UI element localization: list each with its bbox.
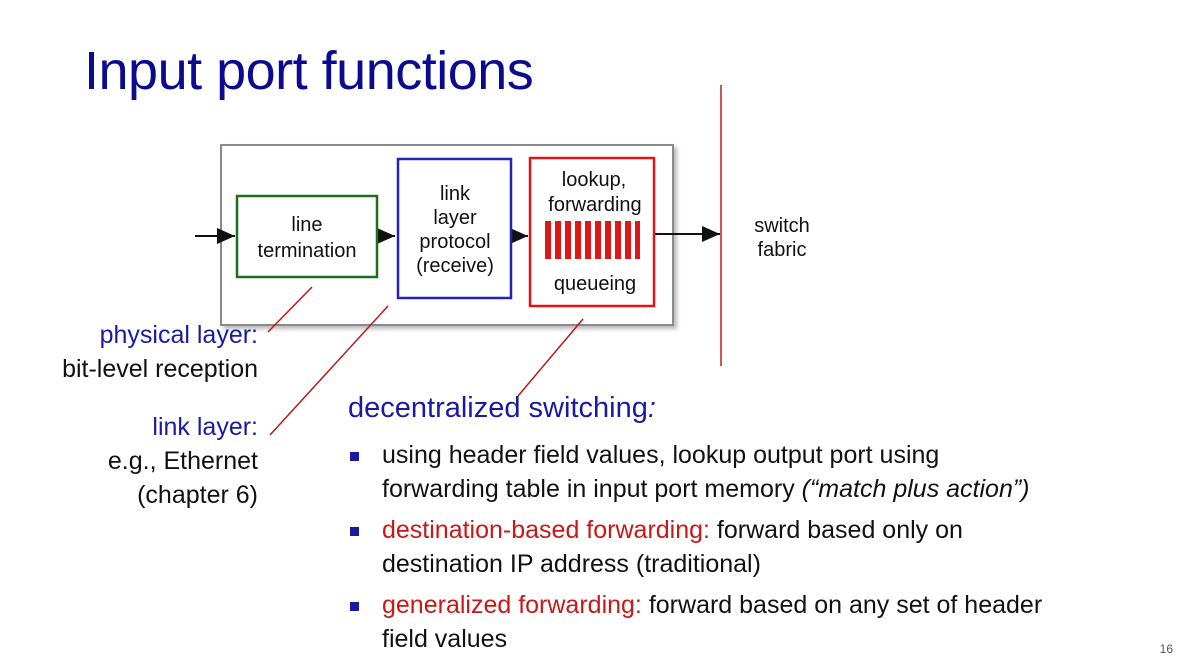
bullet3-rest: forward based on any set of header [641,591,1043,619]
bullet2-line2: destination IP address (traditional) [382,550,761,578]
switch-fabric-label-1: switch [754,215,810,237]
list-item: generalized forwarding: forward based on… [348,588,1148,656]
link-layer-label-2: layer [433,207,477,229]
bullet-icon [350,527,359,536]
physical-layer-text: bit-level reception [62,355,258,383]
link-layer-heading: link layer: [152,413,258,441]
connector-link-layer [269,305,389,436]
connector-decentralized [517,318,584,397]
lookup-forwarding-box: lookup, forwarding queueing [528,156,656,308]
bullet-list: using header field values, lookup output… [348,438,1148,663]
bullet3-line2: field values [382,625,508,653]
bullet2-highlight: destination-based forwarding: [382,516,710,544]
slide-title: Input port functions [84,41,534,101]
physical-layer-annotation: physical layer: bit-level reception [62,318,258,386]
bullet3-highlight: generalized forwarding: [382,591,642,619]
heading-colon: : [647,392,656,424]
page-number: 16 [1159,642,1173,656]
link-layer-text-2: (chapter 6) [137,481,258,509]
link-layer-label-1: link [440,183,471,205]
physical-layer-heading: physical layer: [99,321,258,349]
queue-icon [545,221,640,259]
link-layer-label-4: (receive) [416,255,494,277]
line-termination-label-2: termination [258,240,357,262]
link-layer-text-1: e.g., Ethernet [107,447,258,475]
lookup-label-1: lookup, [562,169,627,191]
bullet2-rest: forward based only on [709,516,963,544]
switch-fabric-label-2: fabric [758,239,807,261]
lookup-label-2: forwarding [548,194,641,216]
bullet-icon [350,452,359,461]
connector-physical-layer [267,286,313,333]
link-layer-annotation: link layer: e.g., Ethernet (chapter 6) [108,410,258,512]
link-layer-protocol-box: link layer protocol (receive) [396,157,513,300]
list-item: destination-based forwarding: forward ba… [348,513,1148,581]
queueing-label: queueing [554,273,636,295]
bullet-icon [350,602,359,611]
bullet1-line1: using header field values, lookup output… [382,441,940,469]
line-termination-box: line termination [235,194,379,279]
line-termination-label-1: line [291,214,322,236]
decentralized-switching-heading: decentralized switching: [348,392,656,425]
bullet1-italic: (“match plus action”) [801,475,1030,503]
link-layer-label-3: protocol [419,231,490,253]
list-item: using header field values, lookup output… [348,438,1148,506]
heading-text: decentralized switching [348,392,648,424]
bullet1-line2: forwarding table in input port memory [382,475,802,503]
